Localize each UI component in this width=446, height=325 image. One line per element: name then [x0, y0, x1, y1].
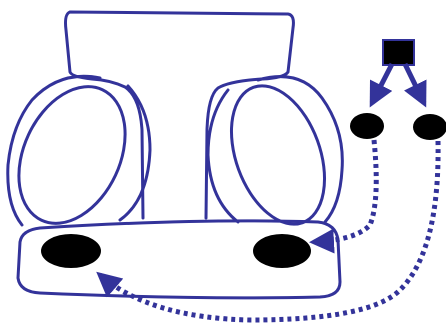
left-small-node	[350, 113, 384, 139]
right-small-node	[413, 114, 446, 140]
right-dark-oval	[253, 234, 311, 268]
right-outer-outline	[256, 75, 344, 224]
top-block	[64, 10, 295, 220]
solid-arrow-right	[402, 62, 427, 108]
left-outer-outline	[6, 74, 102, 227]
right-inner-connector	[206, 88, 240, 224]
dotted-arrow-to-right-oval	[309, 139, 379, 254]
left-lobe	[17, 85, 127, 225]
bottom-tray	[16, 219, 342, 300]
source-node	[382, 39, 415, 66]
left-dark-oval	[41, 234, 101, 268]
left-inner-connector	[118, 84, 152, 222]
dotted-arrow-to-left-oval	[96, 140, 441, 323]
solid-arrow-left	[369, 62, 395, 108]
